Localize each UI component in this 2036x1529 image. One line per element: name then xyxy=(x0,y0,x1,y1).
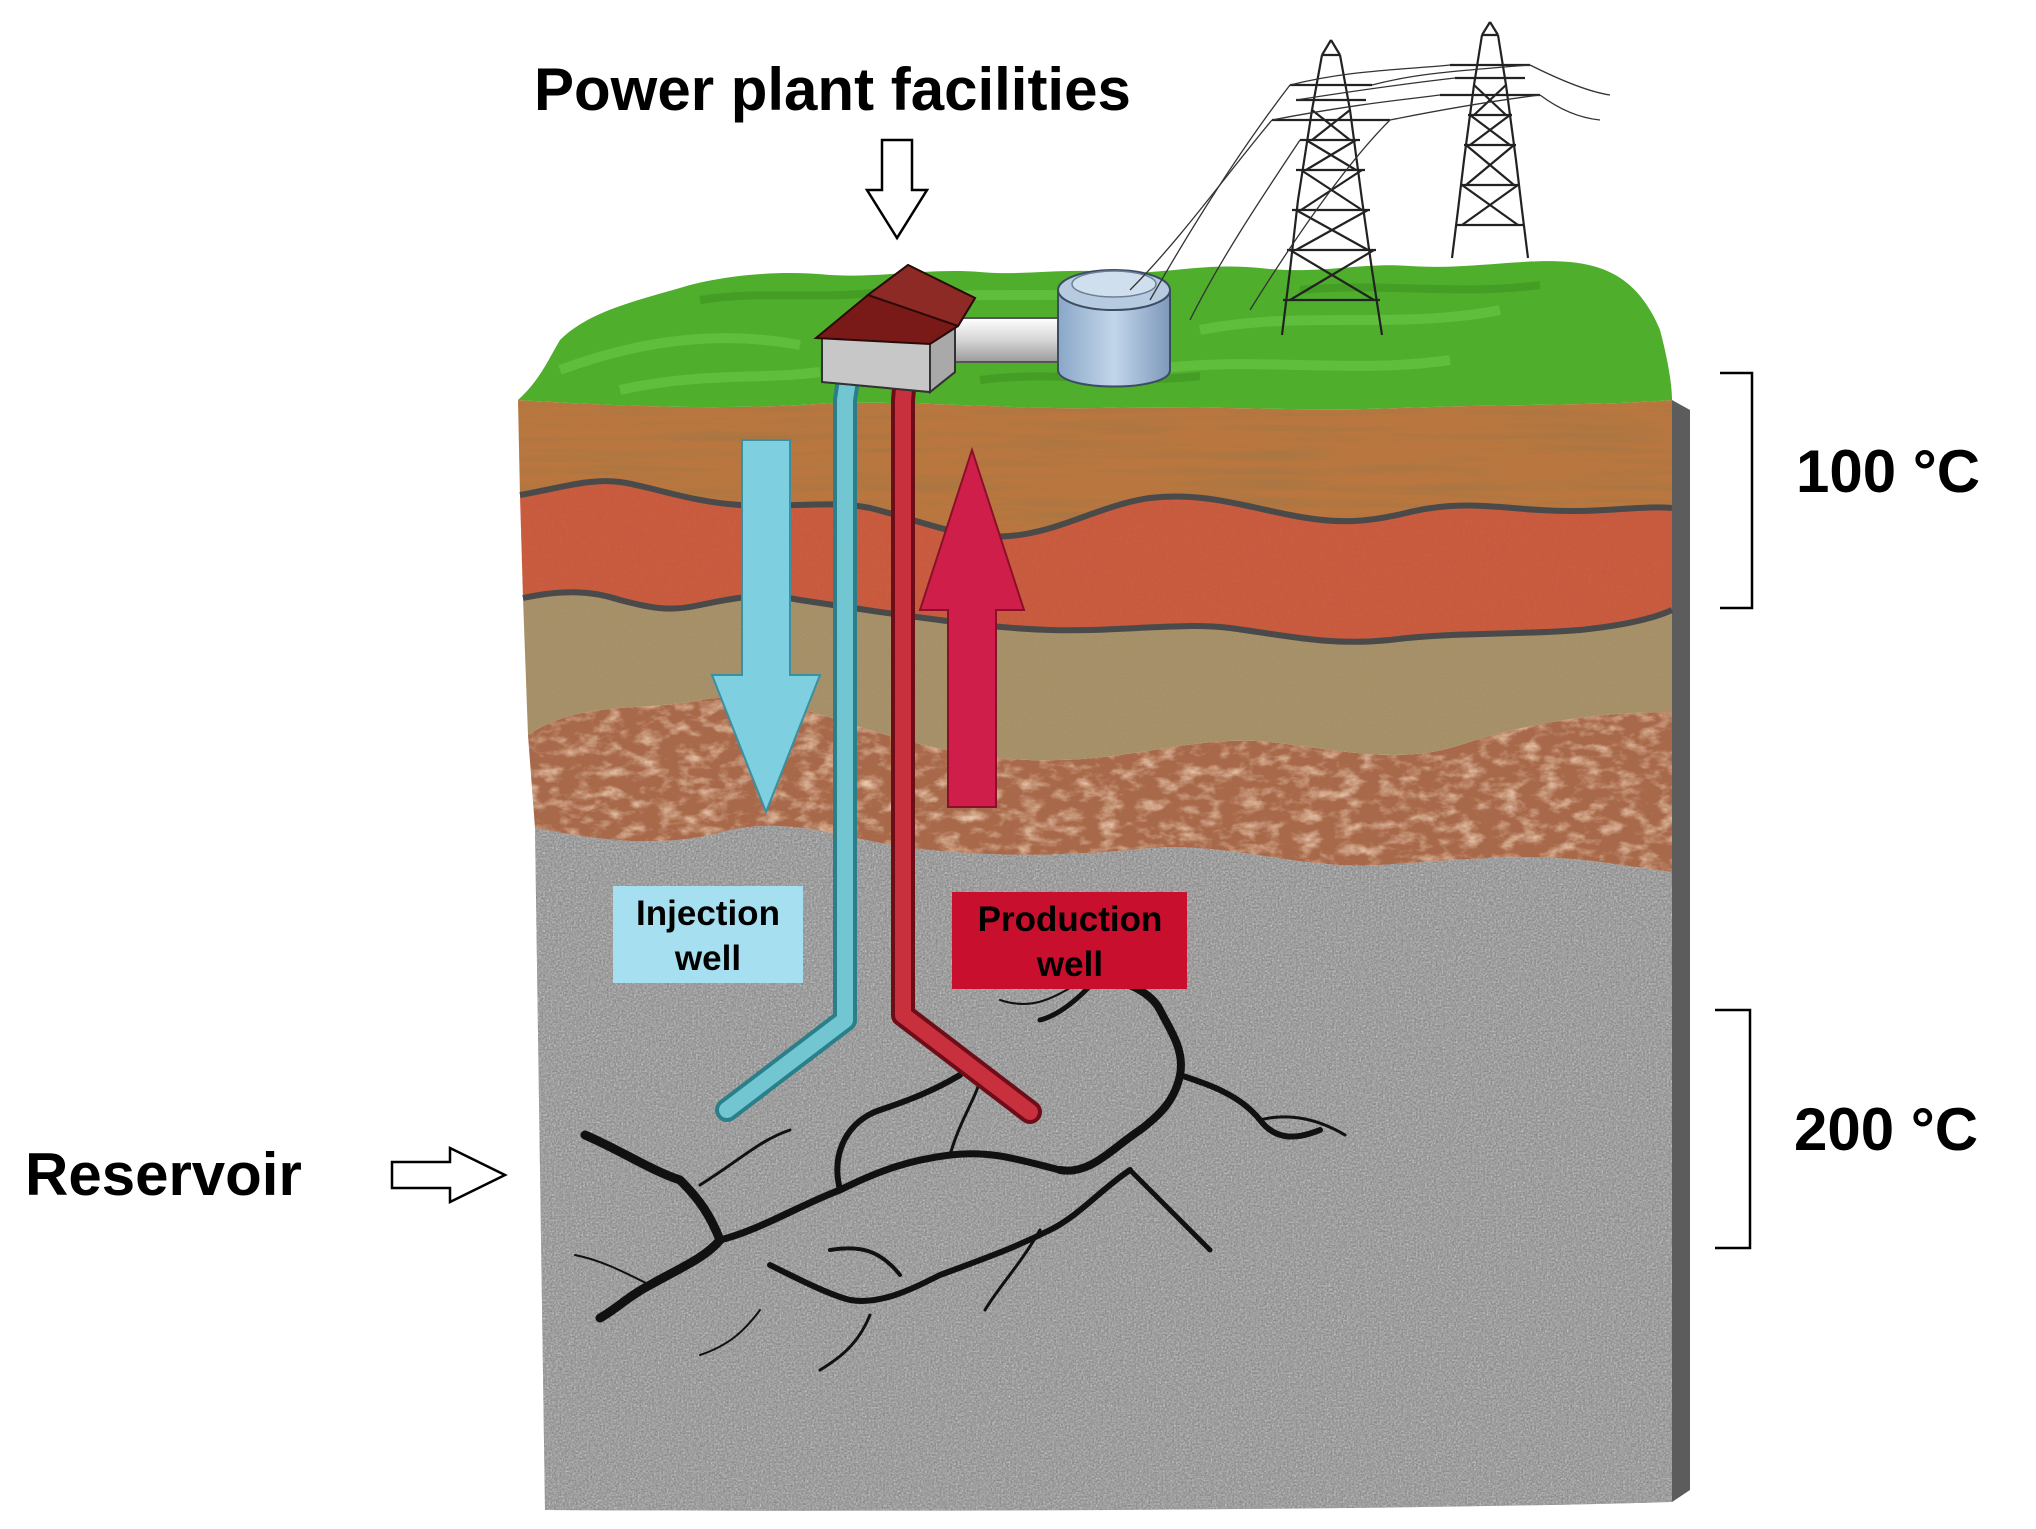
tank-icon xyxy=(1057,269,1171,388)
injection-label-box xyxy=(613,886,803,983)
sandstone-texture xyxy=(523,592,1672,761)
injection-label-line1: Injection xyxy=(636,894,780,933)
injection-flow-arrow xyxy=(710,439,822,815)
power-lines xyxy=(1129,64,1611,321)
power-plant xyxy=(813,263,1171,395)
block-side-face xyxy=(1672,400,1690,1502)
injection-well-label: Injection well xyxy=(613,886,803,983)
down-arrow-icon xyxy=(864,138,930,241)
grass-highlights xyxy=(558,285,1501,395)
production-label-line1: Production xyxy=(978,900,1163,939)
temp-bracket-lower xyxy=(1715,1008,1752,1250)
boundary-line-2 xyxy=(522,589,1674,645)
right-arrow-icon xyxy=(390,1145,508,1205)
production-well-label: Production well xyxy=(952,892,1187,989)
production-flow-arrow xyxy=(918,446,1026,808)
rock-block xyxy=(518,261,1690,1511)
reservoir-fractures xyxy=(574,971,1347,1372)
boundary-line-1 xyxy=(519,478,1673,540)
production-label-line2: well xyxy=(1036,945,1103,984)
brown-rock-texture xyxy=(528,697,1672,872)
production-label-box xyxy=(952,892,1187,989)
granite-texture xyxy=(535,825,1672,1511)
injection-pipe xyxy=(719,372,856,1118)
reservoir-label: Reservoir xyxy=(25,1141,302,1208)
temp-label-upper: 100 °C xyxy=(1796,438,1980,505)
power-tower-icon xyxy=(1272,21,1540,336)
page-title: Power plant facilities xyxy=(534,56,1131,123)
house-icon xyxy=(813,263,977,395)
injection-label-line2: well xyxy=(674,939,741,978)
temp-label-lower: 200 °C xyxy=(1794,1096,1978,1163)
temp-bracket-upper xyxy=(1720,371,1754,610)
red-clay-texture xyxy=(520,481,1672,642)
